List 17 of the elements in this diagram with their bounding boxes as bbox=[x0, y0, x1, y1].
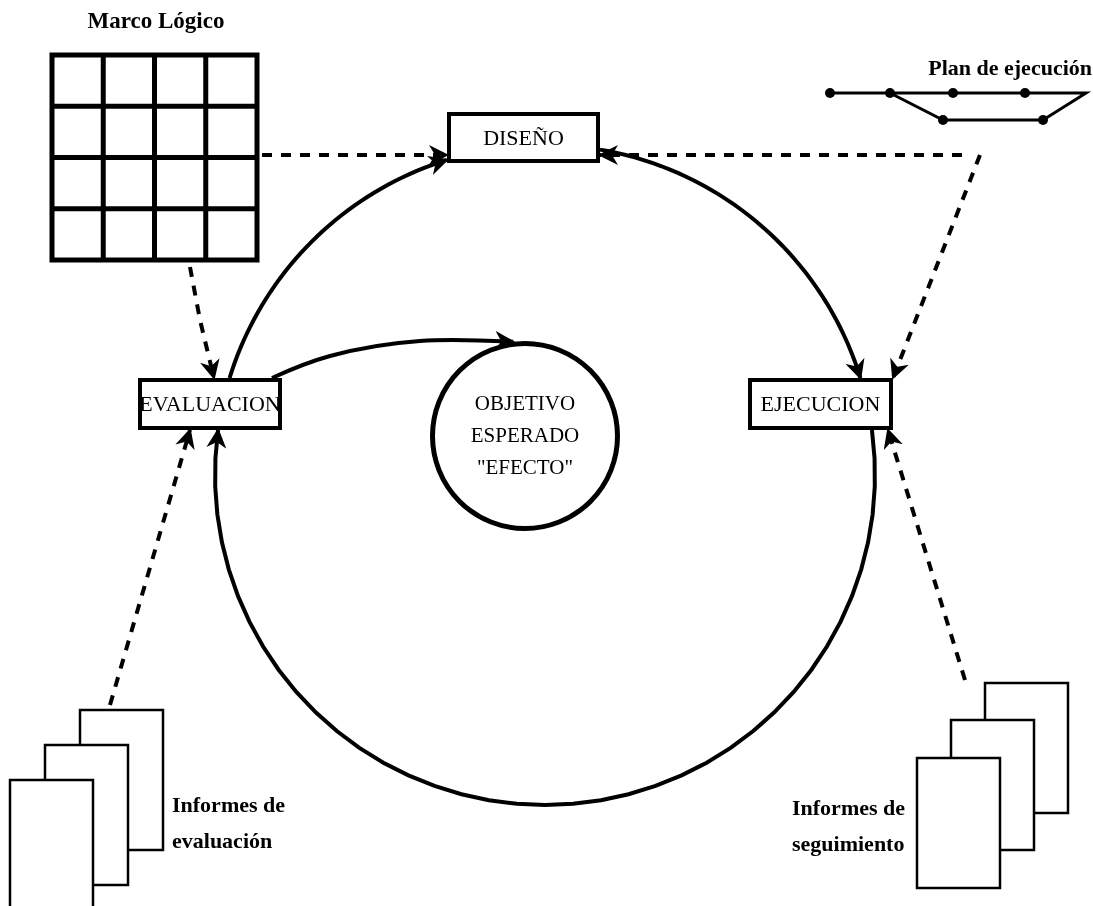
node-title: Plan de ejecución bbox=[927, 55, 1092, 81]
report-label: Informes de evaluación bbox=[172, 791, 287, 855]
process-box: EJECUCION bbox=[748, 378, 893, 430]
arrow bbox=[188, 266, 220, 380]
node-title: Marco Lógico bbox=[86, 8, 226, 34]
arrow bbox=[262, 145, 449, 165]
goal-label: OBJETIVO ESPERADO "EFECTO" bbox=[469, 390, 581, 481]
process-box: DISEÑO bbox=[447, 112, 600, 163]
arrow bbox=[206, 428, 877, 807]
report-label: Informes de seguimiento bbox=[792, 794, 907, 858]
arrow bbox=[890, 154, 982, 380]
arrow bbox=[599, 147, 865, 380]
arrow bbox=[108, 428, 195, 706]
process-box: EVALUACION bbox=[138, 378, 282, 430]
arrow bbox=[883, 428, 967, 681]
arrow bbox=[227, 155, 449, 379]
arrow bbox=[271, 330, 516, 380]
